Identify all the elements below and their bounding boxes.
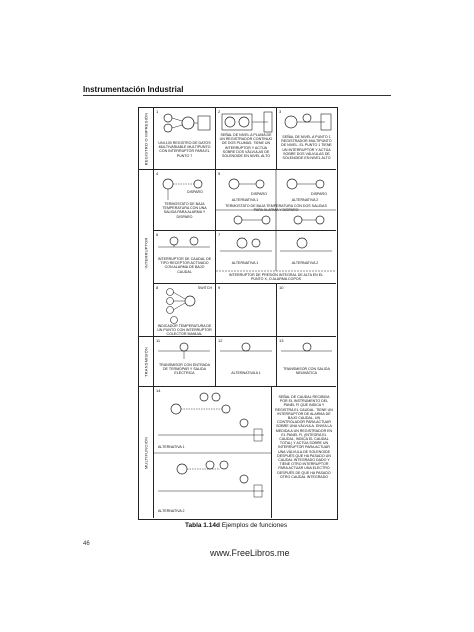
page-number: 46 <box>83 541 90 547</box>
section-interruptor: INTERRUPTOR <box>139 170 154 337</box>
cell-8: 8 SWITCH INDICADOR TEMPERATURA DE UN PUN… <box>154 284 216 337</box>
section-multifuncion: MULTIFUNCIÓN <box>139 387 154 518</box>
cell-6-diagram <box>158 236 210 248</box>
cell-14: 14 ALTERNATIVA 1 ALTERNATIVA 2 <box>154 387 272 518</box>
cell-1: 1 UNI-100 REGISTRO DE DATOS MULTIVARIABL… <box>154 108 216 170</box>
cell-12-diagram <box>220 342 272 352</box>
caption-text: Ejemplos de funciones <box>219 522 288 529</box>
cell-12: 12 ALTERNATIVA A 1 <box>216 337 277 387</box>
cell-4: 4 DISPARO TERMOSTATO DE BAJA TEMPERATURA… <box>154 170 216 231</box>
section-transmision: TRANSMISIÓN <box>139 337 154 387</box>
cell-3-diagram <box>284 113 332 131</box>
cell-9: 9 <box>216 284 277 337</box>
cell-5: 5 DISPARO DISPARO ALTERNATIVA 1 ALTERNAT… <box>216 170 336 231</box>
table-caption: Tabla 1.14d Ejemplos de funciones <box>185 522 287 529</box>
cell-2: 2 SEÑAL DE NIVEL A PLUMA DE UN REGISTRAD… <box>216 108 277 170</box>
header-title: Instrumentación Industrial <box>83 85 184 94</box>
cell-7: 7 ALTERNATIVA 1 ALTERNATIVA 2 INTERRUPTO… <box>216 231 336 284</box>
cell-15: SEÑAL DE CAUDAL RECIBIDA POR EL INSTRUME… <box>275 395 333 479</box>
cell-10: 10 <box>277 284 336 337</box>
cell-4-diagram <box>162 178 203 200</box>
caption-label: Tabla 1.14d <box>185 522 220 529</box>
cell-13: 13 TRANSMISOR CON SALIDA NEUMÁTICA <box>277 337 336 387</box>
cell-11: 11 TRANSMISOR CON ENTRADA DE TERMOPAR Y … <box>154 337 216 387</box>
cell-14-diagram <box>154 392 271 498</box>
cell-8-diagram <box>166 288 196 324</box>
cell-5-diagram <box>216 170 336 230</box>
cell-1-diagram <box>163 113 211 133</box>
section-registro: REGISTRO O IMPRESIÓN <box>139 108 154 170</box>
cell-2-diagram <box>221 111 273 133</box>
cell-3: 3 SEÑAL DE NIVEL A PUNTO 1 REGISTRADOR M… <box>277 108 336 170</box>
header-rule <box>83 95 391 96</box>
cell-13-diagram <box>281 342 332 352</box>
footer-url[interactable]: www.FreeLibros.me <box>210 548 290 558</box>
cell-7-diagram <box>216 231 336 272</box>
cell-6: 6 INTERRUPTOR DE CAUDAL DE TIPO RECEPTOR… <box>154 231 216 284</box>
function-examples-figure: REGISTRO O IMPRESIÓN INTERRUPTOR TRANSMI… <box>138 107 338 520</box>
cell-11-diagram <box>158 342 210 359</box>
